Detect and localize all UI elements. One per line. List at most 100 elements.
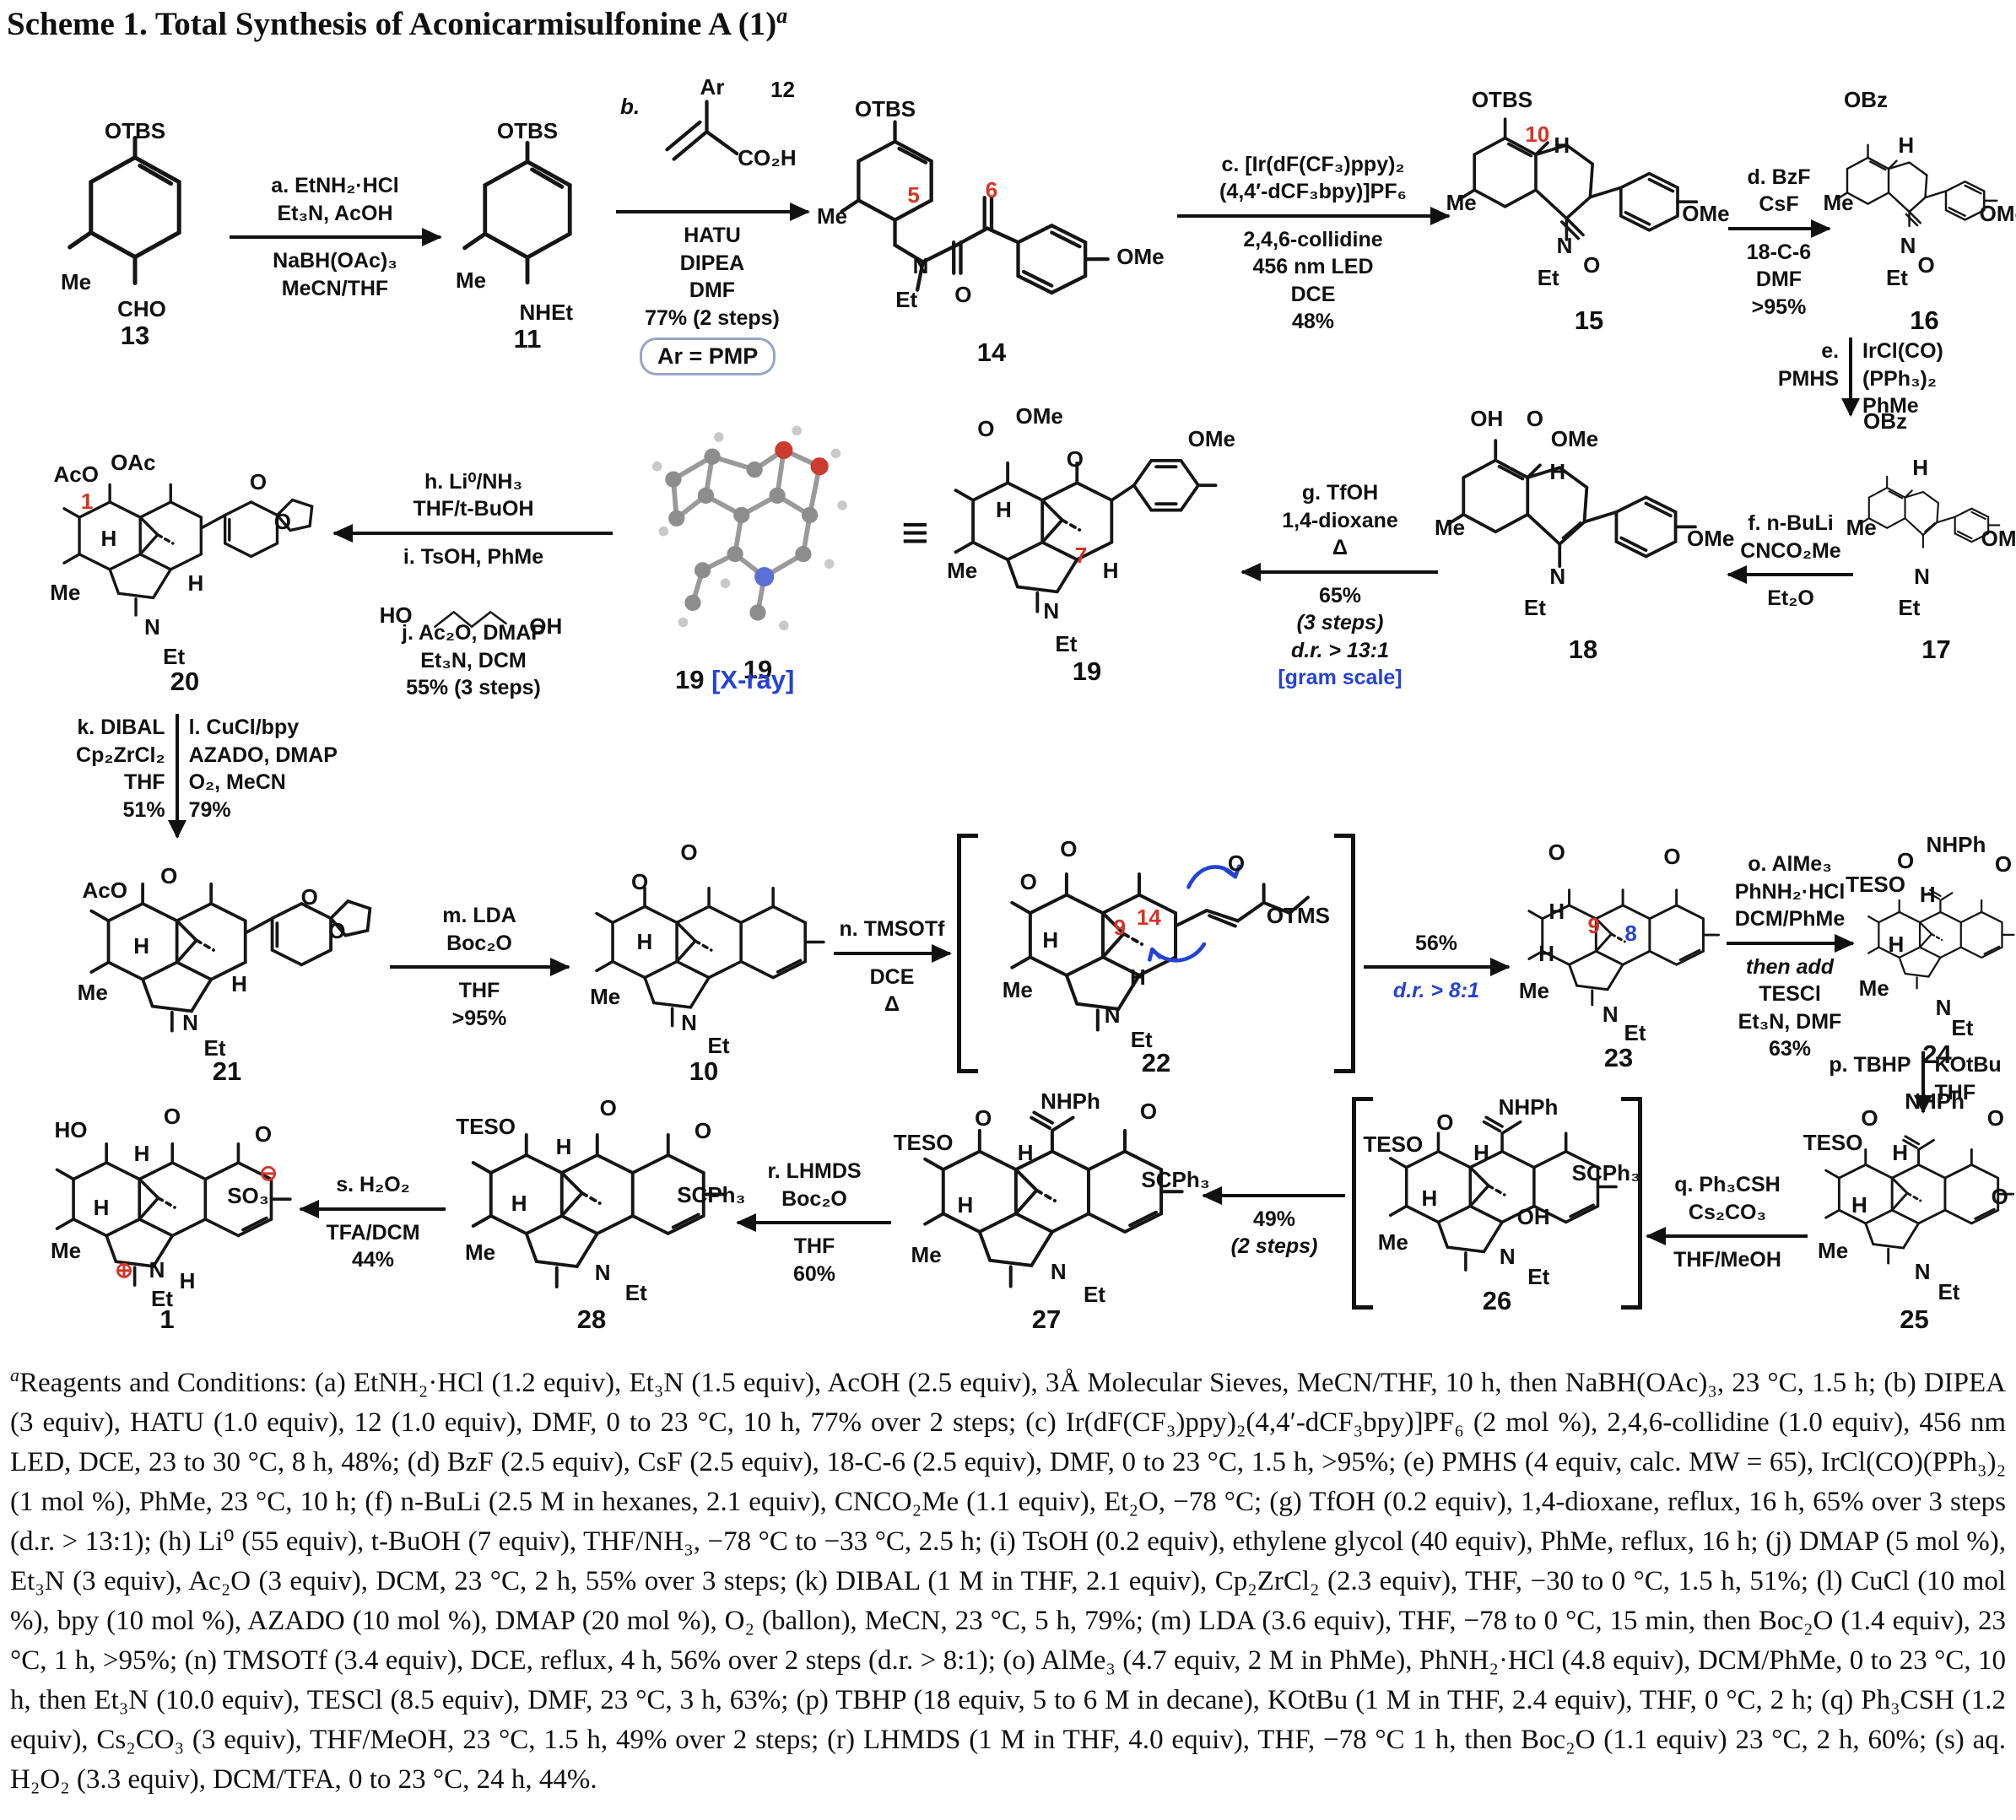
reagent-text: f. n-BuLi — [1748, 511, 1834, 536]
structure-skeleton — [814, 100, 1169, 338]
substituent-label: NHPh — [1040, 1088, 1100, 1114]
substituent-label: Me — [1846, 515, 1877, 541]
substituent-label: SCPh₃ — [677, 1182, 746, 1208]
substituent-label: N — [1104, 1002, 1121, 1028]
reagent-text: 49% — [1252, 1207, 1296, 1231]
reaction-arrow-shaft — [390, 958, 570, 976]
substituent-label: O — [1019, 869, 1037, 895]
reagent-text: h. Li⁰/NH₃ — [424, 469, 522, 494]
substituent-label: OMe — [1981, 526, 2016, 552]
left-bracket — [1352, 1097, 1373, 1310]
substituent-label: H — [187, 570, 204, 596]
reagent-text: e. PMHS — [1777, 339, 1840, 391]
reagent-text: d.r. > 8:1 — [1392, 979, 1480, 1002]
structure-skeleton — [938, 403, 1235, 656]
substituent-label: Ar — [700, 73, 725, 100]
substituent-label: N — [143, 614, 160, 640]
structure-skeleton — [452, 1102, 731, 1304]
substituent-label: Me — [816, 203, 848, 230]
substituent-label: N — [182, 1009, 198, 1035]
substituent-label: HO — [54, 1117, 88, 1142]
reagent-text: 51% — [122, 797, 165, 822]
reagent-text: Boc₂O — [446, 931, 512, 955]
substituent-label: O — [1663, 844, 1681, 870]
substituent-label: 1 — [80, 489, 94, 515]
reaction-arrow-shaft — [1202, 1185, 1345, 1205]
substituent-label: N — [1043, 598, 1060, 624]
reagent-column: IrCl(CO)(PPh₃)₂ PhMe — [1862, 338, 2016, 418]
compound-number: 27 — [1031, 1304, 1062, 1334]
substituent-label: Et — [1537, 264, 1559, 290]
substituent-label: H — [1538, 941, 1554, 967]
reagent-column: e. PMHS — [1755, 338, 1839, 415]
structure-skeleton — [1367, 1104, 1627, 1286]
substituent-label: 14 — [1136, 905, 1161, 931]
reaction-arrow-49pct: 49% (2 steps) — [1202, 1158, 1345, 1288]
substituent-label: N — [1050, 1258, 1067, 1284]
substituent-label: OMe — [1116, 244, 1165, 270]
substituent-label: H — [179, 1268, 196, 1294]
substituent-label: OH — [529, 613, 563, 639]
compound-number: 28 — [576, 1304, 607, 1334]
substituent-label: SCPh₃ — [1571, 1160, 1641, 1186]
reaction-arrow-shaft — [299, 1199, 446, 1218]
reagent-text: s. H₂O₂ — [336, 1173, 410, 1197]
substituent-label: O — [599, 1095, 617, 1121]
substituent-label: 9 — [1587, 912, 1600, 938]
reagent-text: 2,4,6-collidine — [1243, 227, 1383, 251]
reaction-arrow-shaft — [1364, 958, 1511, 976]
reagent-text: 48% — [1291, 310, 1335, 333]
substituent-label: H — [636, 928, 653, 954]
reaction-arrow-shaft — [1177, 206, 1451, 225]
structure-skeleton — [581, 844, 827, 1056]
substituent-label: Et — [151, 1286, 173, 1312]
substituent-label: HO — [379, 602, 413, 629]
substituent-label: Et — [1527, 1264, 1550, 1290]
substituent-label: OAc — [111, 449, 156, 475]
substituent-label: O — [249, 469, 268, 494]
substituent-label: OBz — [1863, 408, 1908, 434]
footnote-marker: a — [10, 1364, 19, 1385]
reagent-text: d. BzF — [1747, 165, 1811, 189]
ethylene-glycol-structure: HO OH — [379, 596, 563, 645]
substituent-label: OMe — [1687, 526, 1735, 552]
substituent-label: Me — [1435, 515, 1466, 541]
substituent-label: NHPh — [1498, 1094, 1559, 1121]
ar-pmp-box: Ar = PMP — [640, 338, 776, 375]
reagent-text: >95% — [1751, 294, 1807, 319]
reaction-arrow-56pct: 56%d.r. > 8:1 — [1364, 898, 1511, 1036]
reagent-text: i. TsOH, PhMe — [403, 544, 544, 569]
substituent-label: N — [1900, 232, 1916, 258]
reagent-text: >95% — [451, 1006, 507, 1030]
substituent-label: O — [163, 1103, 181, 1129]
substituent-label: N — [1914, 1258, 1931, 1284]
substituent-label: H — [1017, 1140, 1034, 1166]
reagent-text: IrCl(CO)(PPh₃)₂ — [1862, 339, 1943, 391]
scheme-title: Scheme 1. Total Synthesis of Aconicarmis… — [7, 3, 788, 42]
substituent-label: H — [555, 1133, 572, 1159]
reagent-text: 18-C-6 — [1746, 240, 1812, 264]
substituent-label: CO₂H — [738, 145, 797, 171]
reagent-text: Et₃N, DCM — [420, 648, 527, 672]
reaction-arrow-shaft — [1727, 565, 1853, 585]
reagent-text: (2 steps) — [1230, 1234, 1318, 1258]
substituent-label: O — [328, 918, 346, 944]
substituent-label: O — [160, 862, 178, 888]
substituent-label: Me — [1377, 1229, 1408, 1256]
substituent-label: H — [1042, 927, 1059, 953]
reagent-text: k. DIBAL — [77, 716, 165, 739]
substituent-label: O — [1436, 1109, 1454, 1135]
reagent-text: PhMe — [1862, 394, 1919, 418]
